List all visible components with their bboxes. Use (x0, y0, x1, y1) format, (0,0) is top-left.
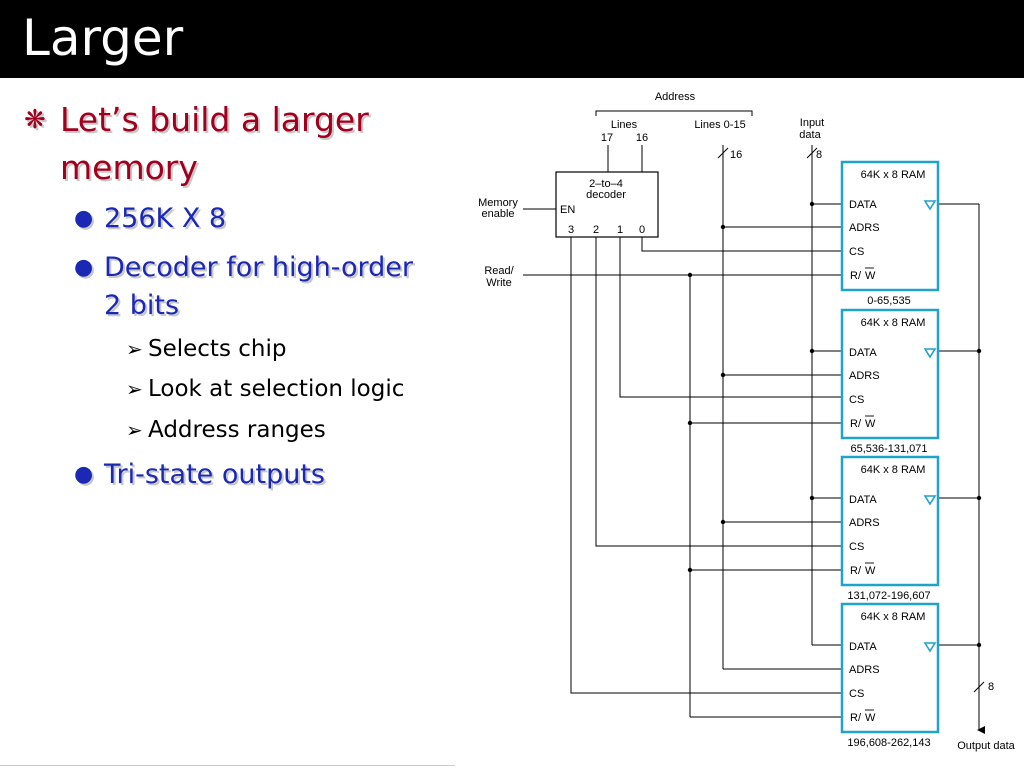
pin-data-label: DATA (849, 494, 877, 506)
input-data-label-1: Input (800, 117, 824, 129)
wires (523, 110, 985, 734)
read-write-label-2: Write (486, 277, 511, 289)
bullet-text-line: Decoder for high-order (104, 252, 414, 283)
arrow-bullet-icon: ➢ (126, 418, 143, 442)
line-16-label: 16 (636, 132, 648, 144)
decoder-box (555, 171, 659, 238)
bus-width-16: 16 (730, 149, 742, 161)
chip-address-range: 131,072-196,607 (847, 590, 930, 602)
decoder-en: EN (560, 204, 575, 216)
bullet-text-line: Look at selection logic (148, 376, 405, 402)
tristate-buffer-icon (923, 200, 937, 211)
lines-label: Lines (611, 119, 638, 131)
pin-cs-label: CS (849, 541, 864, 553)
pin-w-label: W (865, 712, 876, 724)
bus-slash-8-out (973, 681, 985, 693)
arrow-bullet-icon: ➢ (126, 337, 143, 361)
pin-adrs-label: ADRS (849, 370, 880, 382)
ram-chip-1: 64K x 8 RAM DATA ADRS CS R/W 0-65,535 (840, 160, 940, 307)
decoder-out-2-wire (595, 237, 842, 547)
chip-address-range: 196,608-262,143 (847, 737, 930, 749)
pin-r-label: R/ (850, 418, 862, 430)
tristate-buffer-icon (923, 495, 937, 506)
pin-w-label: W (865, 565, 876, 577)
pin-r-label: R/ (850, 565, 862, 577)
tristate-buffer-icon (923, 642, 937, 653)
pin-adrs-label: ADRS (849, 664, 880, 676)
decoder-title-1: 2–to–4 (589, 178, 623, 190)
line-17-label: 17 (601, 132, 613, 144)
ram-chip-box (840, 602, 940, 734)
ram-chip-title: 64K x 8 RAM (861, 317, 926, 329)
address-brace (595, 110, 753, 116)
bullet-text-line: 2 bits (104, 290, 180, 321)
address-label: Address (655, 91, 696, 103)
bullet-text-line: Tri-state outputs (104, 459, 325, 490)
ram-chip-box (840, 455, 940, 587)
memory-enable-label-2: enable (481, 208, 514, 220)
bullet-text-line: Selects chip (148, 336, 287, 362)
pin-adrs-label: ADRS (849, 222, 880, 234)
dot-bullet-icon: ● (74, 255, 94, 280)
pin-r-label: R/ (850, 270, 862, 282)
bullet-text-line: 256K X 8 (104, 203, 227, 234)
output-data-label: Output data (957, 740, 1015, 752)
dot-bullet-icon: ● (74, 462, 94, 487)
pin-w-label: W (865, 270, 876, 282)
pin-cs-label: CS (849, 394, 864, 406)
pin-cs-label: CS (849, 246, 864, 258)
junction-dots (687, 201, 982, 648)
tristate-buffer-icon (923, 348, 937, 359)
pin-w-label: W (865, 418, 876, 430)
decoder-out-3-wire (570, 237, 842, 694)
bus-slash-8-in (806, 147, 818, 159)
bottom-divider (0, 765, 455, 766)
bullet-text-line: Let’s build a larger (60, 100, 369, 139)
bullet-text-line: memory (60, 148, 198, 187)
ram-chip-box (840, 308, 940, 440)
pin-cs-label: CS (849, 688, 864, 700)
lines-0-15-label: Lines 0-15 (694, 119, 745, 131)
pin-data-label: DATA (849, 199, 877, 211)
dot-bullet-icon: ● (74, 206, 94, 231)
decoder-out-1: 1 (617, 224, 623, 236)
ram-chip-title: 64K x 8 RAM (861, 611, 926, 623)
arrow-bullet-icon: ➢ (126, 377, 143, 401)
decoder-out-0: 0 (639, 224, 645, 236)
title-bar: Larger (0, 0, 1024, 78)
input-data-label-2: data (799, 129, 821, 141)
decoder-out-3: 3 (568, 224, 574, 236)
bus-width-8-out: 8 (988, 681, 994, 693)
pin-r-label: R/ (850, 712, 862, 724)
decoder-out-2: 2 (593, 224, 599, 236)
ram-chip-box (840, 160, 940, 292)
ram-chip-3: 64K x 8 RAM DATA ADRS CS R/W 131,072-196,607 (840, 455, 940, 602)
chip-address-range: 0-65,535 (867, 295, 910, 307)
pin-data-label: DATA (849, 347, 877, 359)
ram-chip-2: 64K x 8 RAM DATA ADRS CS R/W 65,536-131,071 (840, 308, 940, 455)
decoder-out-1-wire (619, 237, 842, 398)
bullet-text-line: Address ranges (148, 417, 326, 443)
ram-chip-title: 64K x 8 RAM (861, 169, 926, 181)
bus-width-8-in: 8 (816, 149, 822, 161)
ram-chip-title: 64K x 8 RAM (861, 464, 926, 476)
bus-slash-16 (717, 147, 729, 159)
asterisk-bullet-icon: ❋ (24, 105, 46, 135)
decoder-out-0-wire (641, 237, 842, 252)
memory-enable-label-1: Memory (478, 197, 518, 209)
slide-title: Larger (22, 9, 184, 67)
ram-chip-4: 64K x 8 RAM DATA ADRS CS R/W 196,608-262,143 (840, 602, 940, 749)
decoder-title-2: decoder (586, 189, 626, 201)
pin-adrs-label: ADRS (849, 517, 880, 529)
read-write-label-1: Read/ (484, 265, 514, 277)
pin-data-label: DATA (849, 641, 877, 653)
chip-address-range: 65,536-131,071 (850, 443, 927, 455)
